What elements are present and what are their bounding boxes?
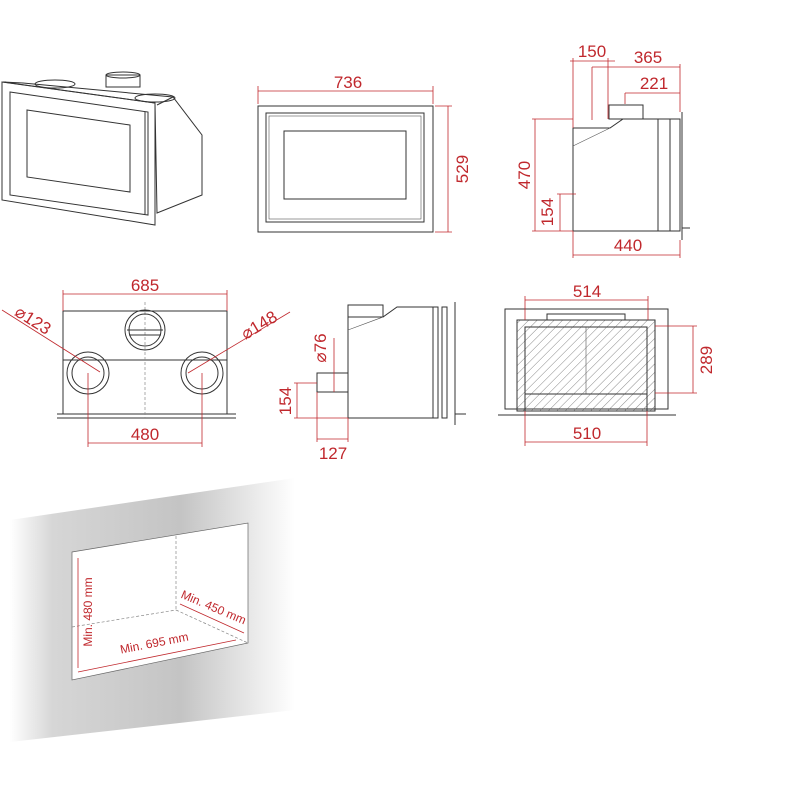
wall-niche-diagram: Min. 480 mm Min. 695 mm Min. 450 mm bbox=[10, 478, 295, 742]
perspective-view bbox=[1, 71, 203, 226]
side-154-label: 154 bbox=[538, 198, 557, 226]
side-221-label: 221 bbox=[640, 74, 668, 93]
front-section-top-label: 514 bbox=[573, 282, 601, 301]
front-section-bottom-label: 510 bbox=[573, 424, 601, 443]
side-view: 150 365 221 470 154 440 bbox=[515, 42, 690, 258]
front-height-label: 529 bbox=[453, 155, 472, 183]
front-width-label: 736 bbox=[334, 73, 362, 92]
rear-view: 685 480 ⌀123 ⌀148 bbox=[1, 276, 291, 447]
rear-diameter-right-label: ⌀148 bbox=[238, 307, 281, 343]
side-365-label: 365 bbox=[634, 48, 662, 67]
side-section-diameter-label: ⌀76 bbox=[311, 333, 330, 362]
side-section-154-label: 154 bbox=[276, 387, 295, 415]
rear-width-label: 685 bbox=[131, 276, 159, 295]
rear-diameter-left-label: ⌀123 bbox=[12, 302, 55, 339]
front-view: 736 529 bbox=[257, 73, 472, 233]
side-150-label: 150 bbox=[578, 42, 606, 61]
side-section-127-label: 127 bbox=[319, 444, 347, 463]
side-depth-label: 440 bbox=[614, 236, 642, 255]
rear-spacing-label: 480 bbox=[131, 425, 159, 444]
side-height-label: 470 bbox=[515, 161, 534, 189]
side-section-view: ⌀76 154 127 bbox=[276, 302, 466, 463]
front-section-view: 514 289 510 bbox=[498, 282, 716, 446]
front-section-height-label: 289 bbox=[697, 346, 716, 374]
niche-height-label: Min. 480 mm bbox=[81, 577, 95, 646]
